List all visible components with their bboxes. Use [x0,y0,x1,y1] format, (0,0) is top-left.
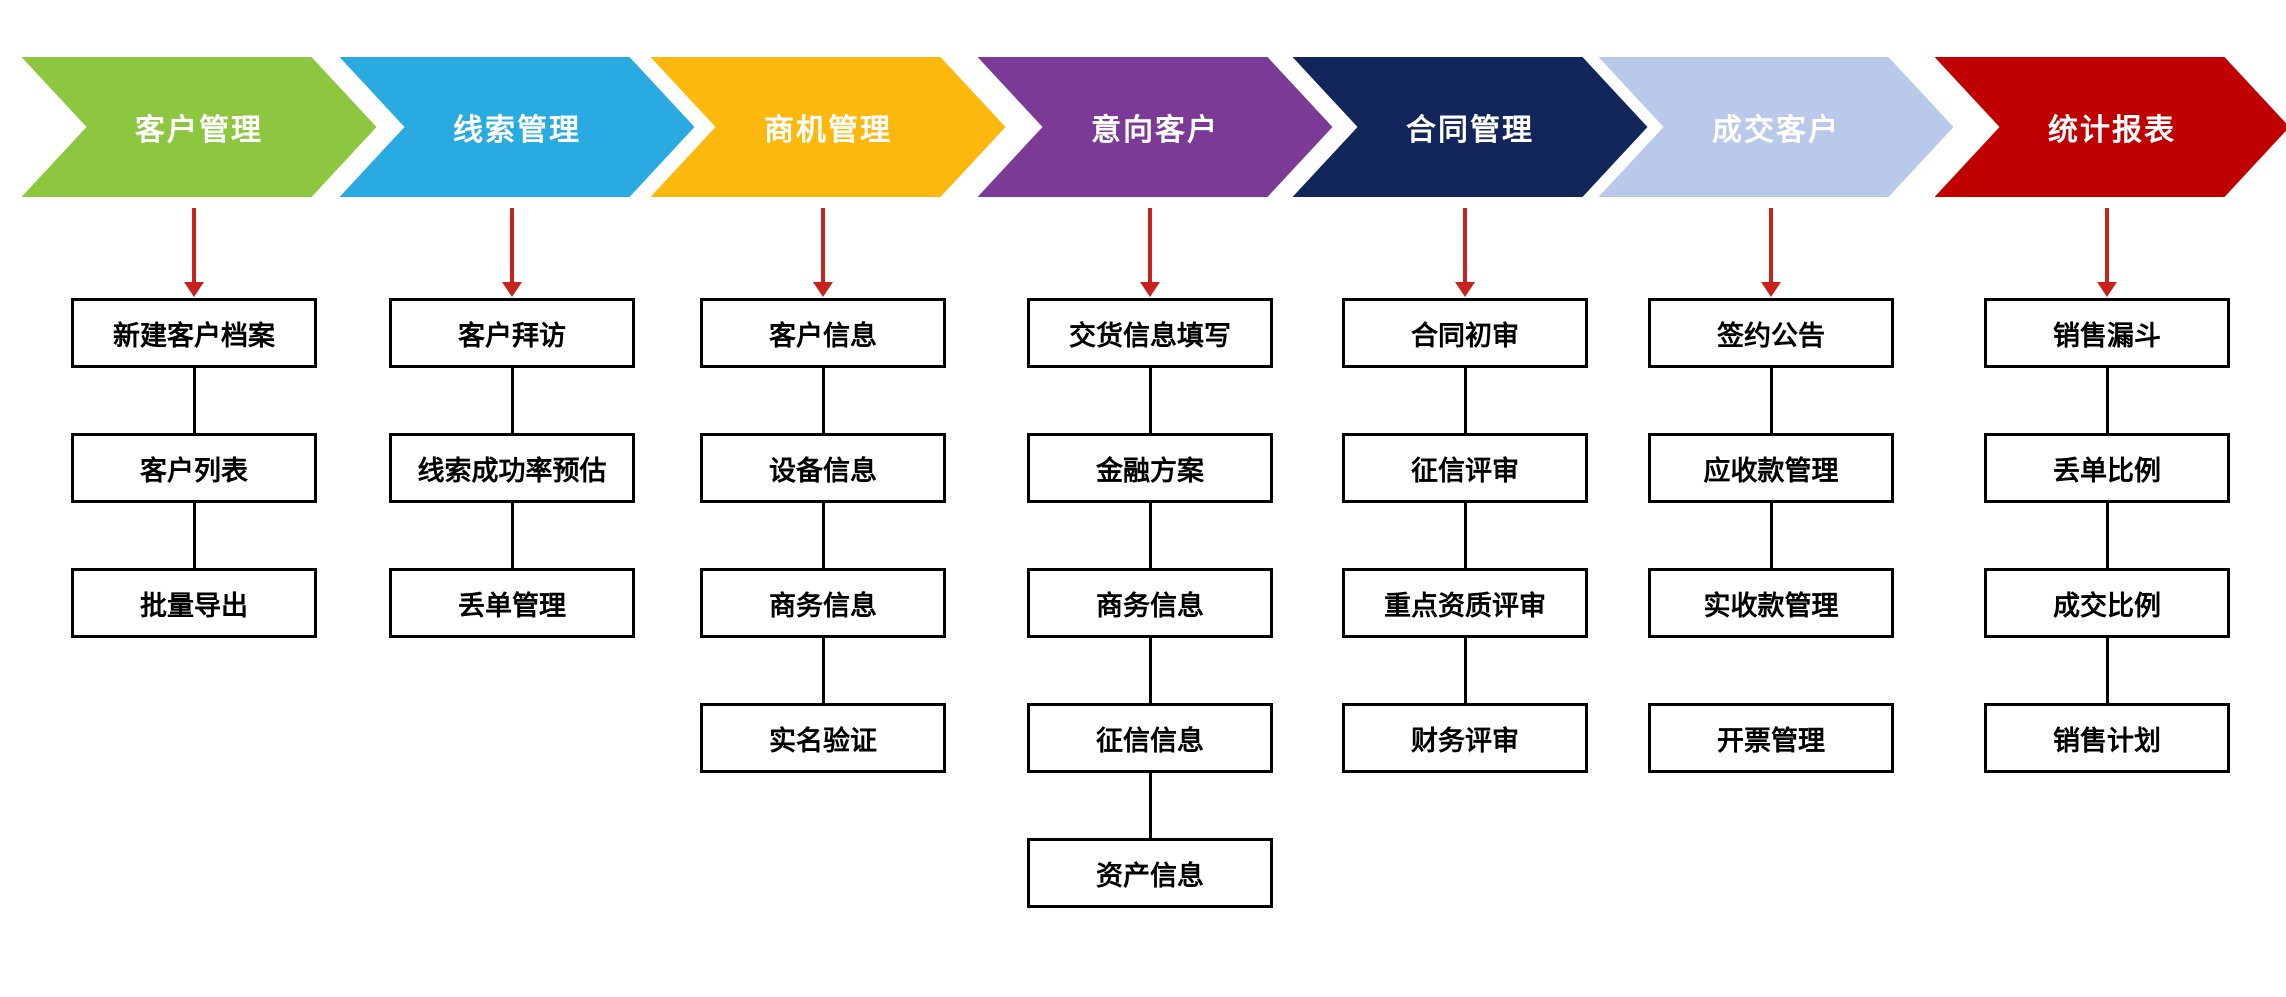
connector-line [1148,368,1152,433]
stage-chevron-4: 意向客户 [978,57,1333,197]
arrow-head [1455,282,1475,297]
process-box: 商务信息 [700,568,946,638]
down-arrow-icon [1761,208,1781,298]
stage-chevron-2: 线索管理 [340,57,695,197]
process-box: 重点资质评审 [1342,568,1588,638]
connector-line [1463,368,1467,433]
stage-chevron-5: 合同管理 [1293,57,1648,197]
process-box: 应收款管理 [1648,433,1894,503]
connector-line [1463,638,1467,703]
process-box: 新建客户档案 [71,298,317,368]
process-box: 签约公告 [1648,298,1894,368]
process-box: 商务信息 [1027,568,1273,638]
process-box: 实收款管理 [1648,568,1894,638]
process-box: 丢单比例 [1984,433,2230,503]
process-box: 线索成功率预估 [389,433,635,503]
arrow-stem [821,208,825,282]
arrow-stem [2105,208,2109,282]
connector-line [1148,503,1152,568]
stage-chevron-3: 商机管理 [651,57,1006,197]
arrow-head [2097,282,2117,297]
process-box: 实名验证 [700,703,946,773]
down-arrow-icon [1140,208,1160,298]
connector-line [1463,503,1467,568]
process-box: 成交比例 [1984,568,2230,638]
down-arrow-icon [1455,208,1475,298]
down-arrow-icon [2097,208,2117,298]
process-box: 设备信息 [700,433,946,503]
arrow-stem [1463,208,1467,282]
stage-chevron-1: 客户管理 [22,57,377,197]
arrow-stem [1148,208,1152,282]
down-arrow-icon [184,208,204,298]
process-box: 财务评审 [1342,703,1588,773]
process-box: 丢单管理 [389,568,635,638]
connector-line [1769,503,1773,568]
down-arrow-icon [502,208,522,298]
process-box: 交货信息填写 [1027,298,1273,368]
arrow-head [1761,282,1781,297]
arrow-stem [192,208,196,282]
connector-line [1148,638,1152,703]
stage-title: 意向客户 [1091,113,1219,148]
arrow-head [1140,282,1160,297]
process-box: 开票管理 [1648,703,1894,773]
arrow-head [502,282,522,297]
arrow-stem [510,208,514,282]
connector-line [2105,503,2109,568]
process-box: 批量导出 [71,568,317,638]
connector-line [192,503,196,568]
connector-line [821,503,825,568]
process-box: 资产信息 [1027,838,1273,908]
process-box: 客户拜访 [389,298,635,368]
stage-chevron-7: 统计报表 [1935,57,2286,197]
process-box: 销售计划 [1984,703,2230,773]
stage-chevron-6: 成交客户 [1599,57,1954,197]
connector-line [2105,638,2109,703]
connector-line [2105,368,2109,433]
stage-title: 合同管理 [1406,113,1534,148]
connector-line [510,503,514,568]
stage-title: 线索管理 [453,113,581,148]
connector-line [821,368,825,433]
connector-line [1769,368,1773,433]
arrow-head [184,282,204,297]
process-box: 金融方案 [1027,433,1273,503]
stage-title: 客户管理 [135,113,263,148]
process-box: 销售漏斗 [1984,298,2230,368]
down-arrow-icon [813,208,833,298]
arrow-head [813,282,833,297]
stage-title: 商机管理 [764,113,892,148]
connector-line [192,368,196,433]
process-box: 客户列表 [71,433,317,503]
arrow-stem [1769,208,1773,282]
connector-line [1148,773,1152,838]
stage-title: 统计报表 [2048,113,2176,148]
process-box: 客户信息 [700,298,946,368]
connector-line [821,638,825,703]
connector-line [510,368,514,433]
process-box: 征信评审 [1342,433,1588,503]
stage-title: 成交客户 [1712,113,1840,148]
process-box: 征信信息 [1027,703,1273,773]
process-box: 合同初审 [1342,298,1588,368]
